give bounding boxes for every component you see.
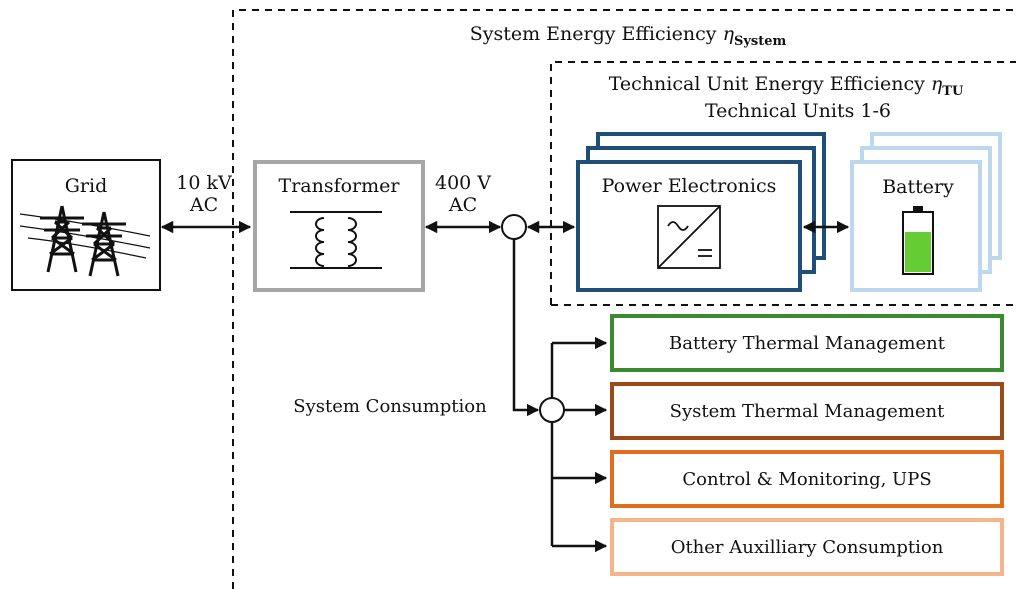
transformer-ac-label: AC xyxy=(448,194,477,216)
power-electronics-label: Power Electronics xyxy=(602,175,777,197)
battery-label: Battery xyxy=(882,176,954,198)
consumer-label: Other Auxilliary Consumption xyxy=(671,537,944,558)
power-pylon-icon xyxy=(19,205,151,277)
grid-box: Grid xyxy=(11,159,161,291)
power-electronics-stack: Power Electronics xyxy=(576,132,826,292)
technical-units-label: Technical Units 1-6 xyxy=(705,100,891,122)
consumer-label: Control & Monitoring, UPS xyxy=(682,469,931,490)
upper-junction-node xyxy=(501,214,527,240)
transformer-box: Transformer xyxy=(253,160,425,292)
system-boundary: System Energy Efficiency ηSystem xyxy=(232,9,1016,589)
transformer-node-link: 400 V AC xyxy=(424,172,502,234)
grid-label: Grid xyxy=(65,175,108,197)
transformer-label: Transformer xyxy=(279,175,401,197)
grid-voltage-label: 10 kV xyxy=(176,172,232,194)
transformer-coil-icon xyxy=(290,211,382,269)
consumer-other-auxiliary: Other Auxilliary Consumption xyxy=(610,518,1004,576)
consumer-system-thermal: System Thermal Management xyxy=(610,382,1004,440)
ac-dc-converter-icon xyxy=(657,205,721,269)
system-consumption-label: System Consumption xyxy=(293,396,487,417)
node-to-consumption-line xyxy=(512,239,540,417)
battery-icon xyxy=(902,206,934,275)
battery-stack: Battery xyxy=(850,132,1002,292)
consumer-control-monitoring: Control & Monitoring, UPS xyxy=(610,450,1004,508)
transformer-voltage-label: 400 V xyxy=(435,172,491,194)
consumer-battery-thermal: Battery Thermal Management xyxy=(610,314,1004,372)
consumption-branches xyxy=(550,336,608,553)
grid-ac-label: AC xyxy=(189,194,218,216)
lower-junction-node xyxy=(539,397,565,423)
tu-efficiency-title: Technical Unit Energy Efficiency ηTU xyxy=(609,73,964,99)
consumer-label: Battery Thermal Management xyxy=(669,333,946,354)
system-efficiency-title: System Energy Efficiency ηSystem xyxy=(470,23,787,49)
grid-transformer-link: 10 kV AC xyxy=(160,172,252,234)
consumer-label: System Thermal Management xyxy=(670,401,946,422)
